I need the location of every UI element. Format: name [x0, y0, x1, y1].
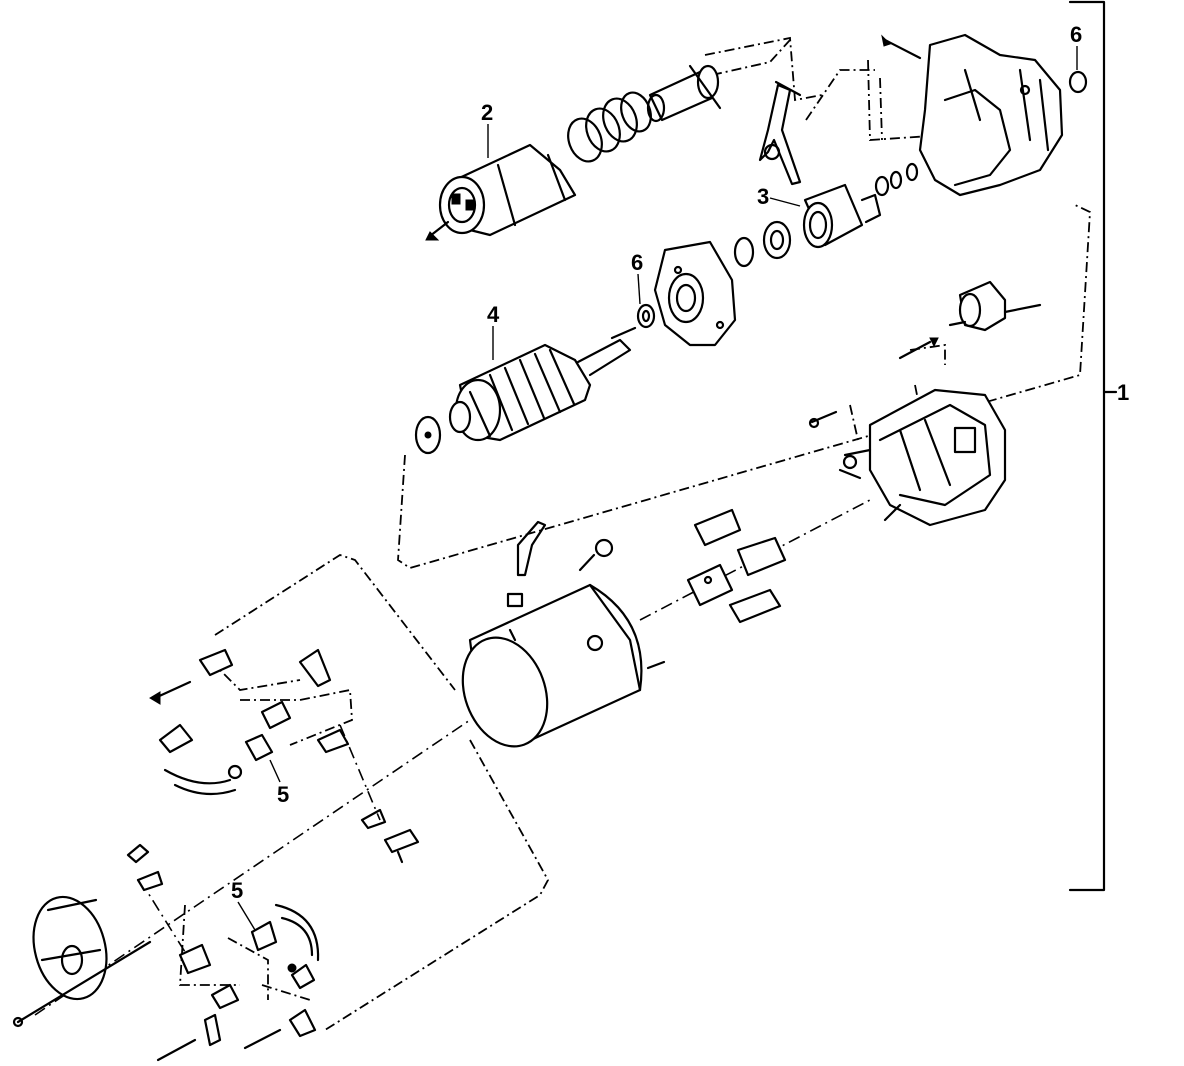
callout-6b: 6 — [631, 250, 643, 275]
callout-6a: 6 — [1070, 22, 1082, 47]
field-terminal-parts — [506, 520, 614, 608]
callout-2: 2 — [481, 100, 493, 125]
callouts: 1 2 3 4 5 5 6 6 — [231, 22, 1129, 931]
armature — [414, 326, 637, 455]
callout-3: 3 — [757, 184, 769, 209]
callout-5a: 5 — [277, 782, 289, 807]
callout-5b: 5 — [231, 878, 243, 903]
drive-pinion — [733, 162, 919, 268]
leader-5b — [237, 901, 256, 931]
leader-6b — [637, 273, 641, 305]
brushes-left-lower — [126, 843, 320, 1062]
drive-end-housing — [881, 33, 1064, 197]
leader-5a — [269, 759, 281, 783]
brushes-right — [686, 508, 787, 624]
end-cap — [948, 280, 1042, 332]
assembly-bracket — [1068, 0, 1118, 892]
callout-1: 1 — [1117, 380, 1129, 405]
solenoid — [425, 143, 577, 241]
callout-4: 4 — [487, 302, 500, 327]
plunger-spring — [567, 91, 652, 163]
shift-lever — [758, 80, 802, 186]
bushing-top — [1068, 70, 1088, 94]
end-plate-left — [12, 895, 152, 1028]
center-plate — [653, 240, 737, 347]
brushes-left-upper — [149, 648, 420, 864]
screws-right — [808, 337, 939, 429]
plunger — [646, 64, 722, 123]
bushing-middle — [636, 303, 656, 329]
commutator-end-frame — [838, 388, 1007, 527]
field-frame — [461, 583, 666, 748]
leader-3 — [769, 197, 801, 207]
